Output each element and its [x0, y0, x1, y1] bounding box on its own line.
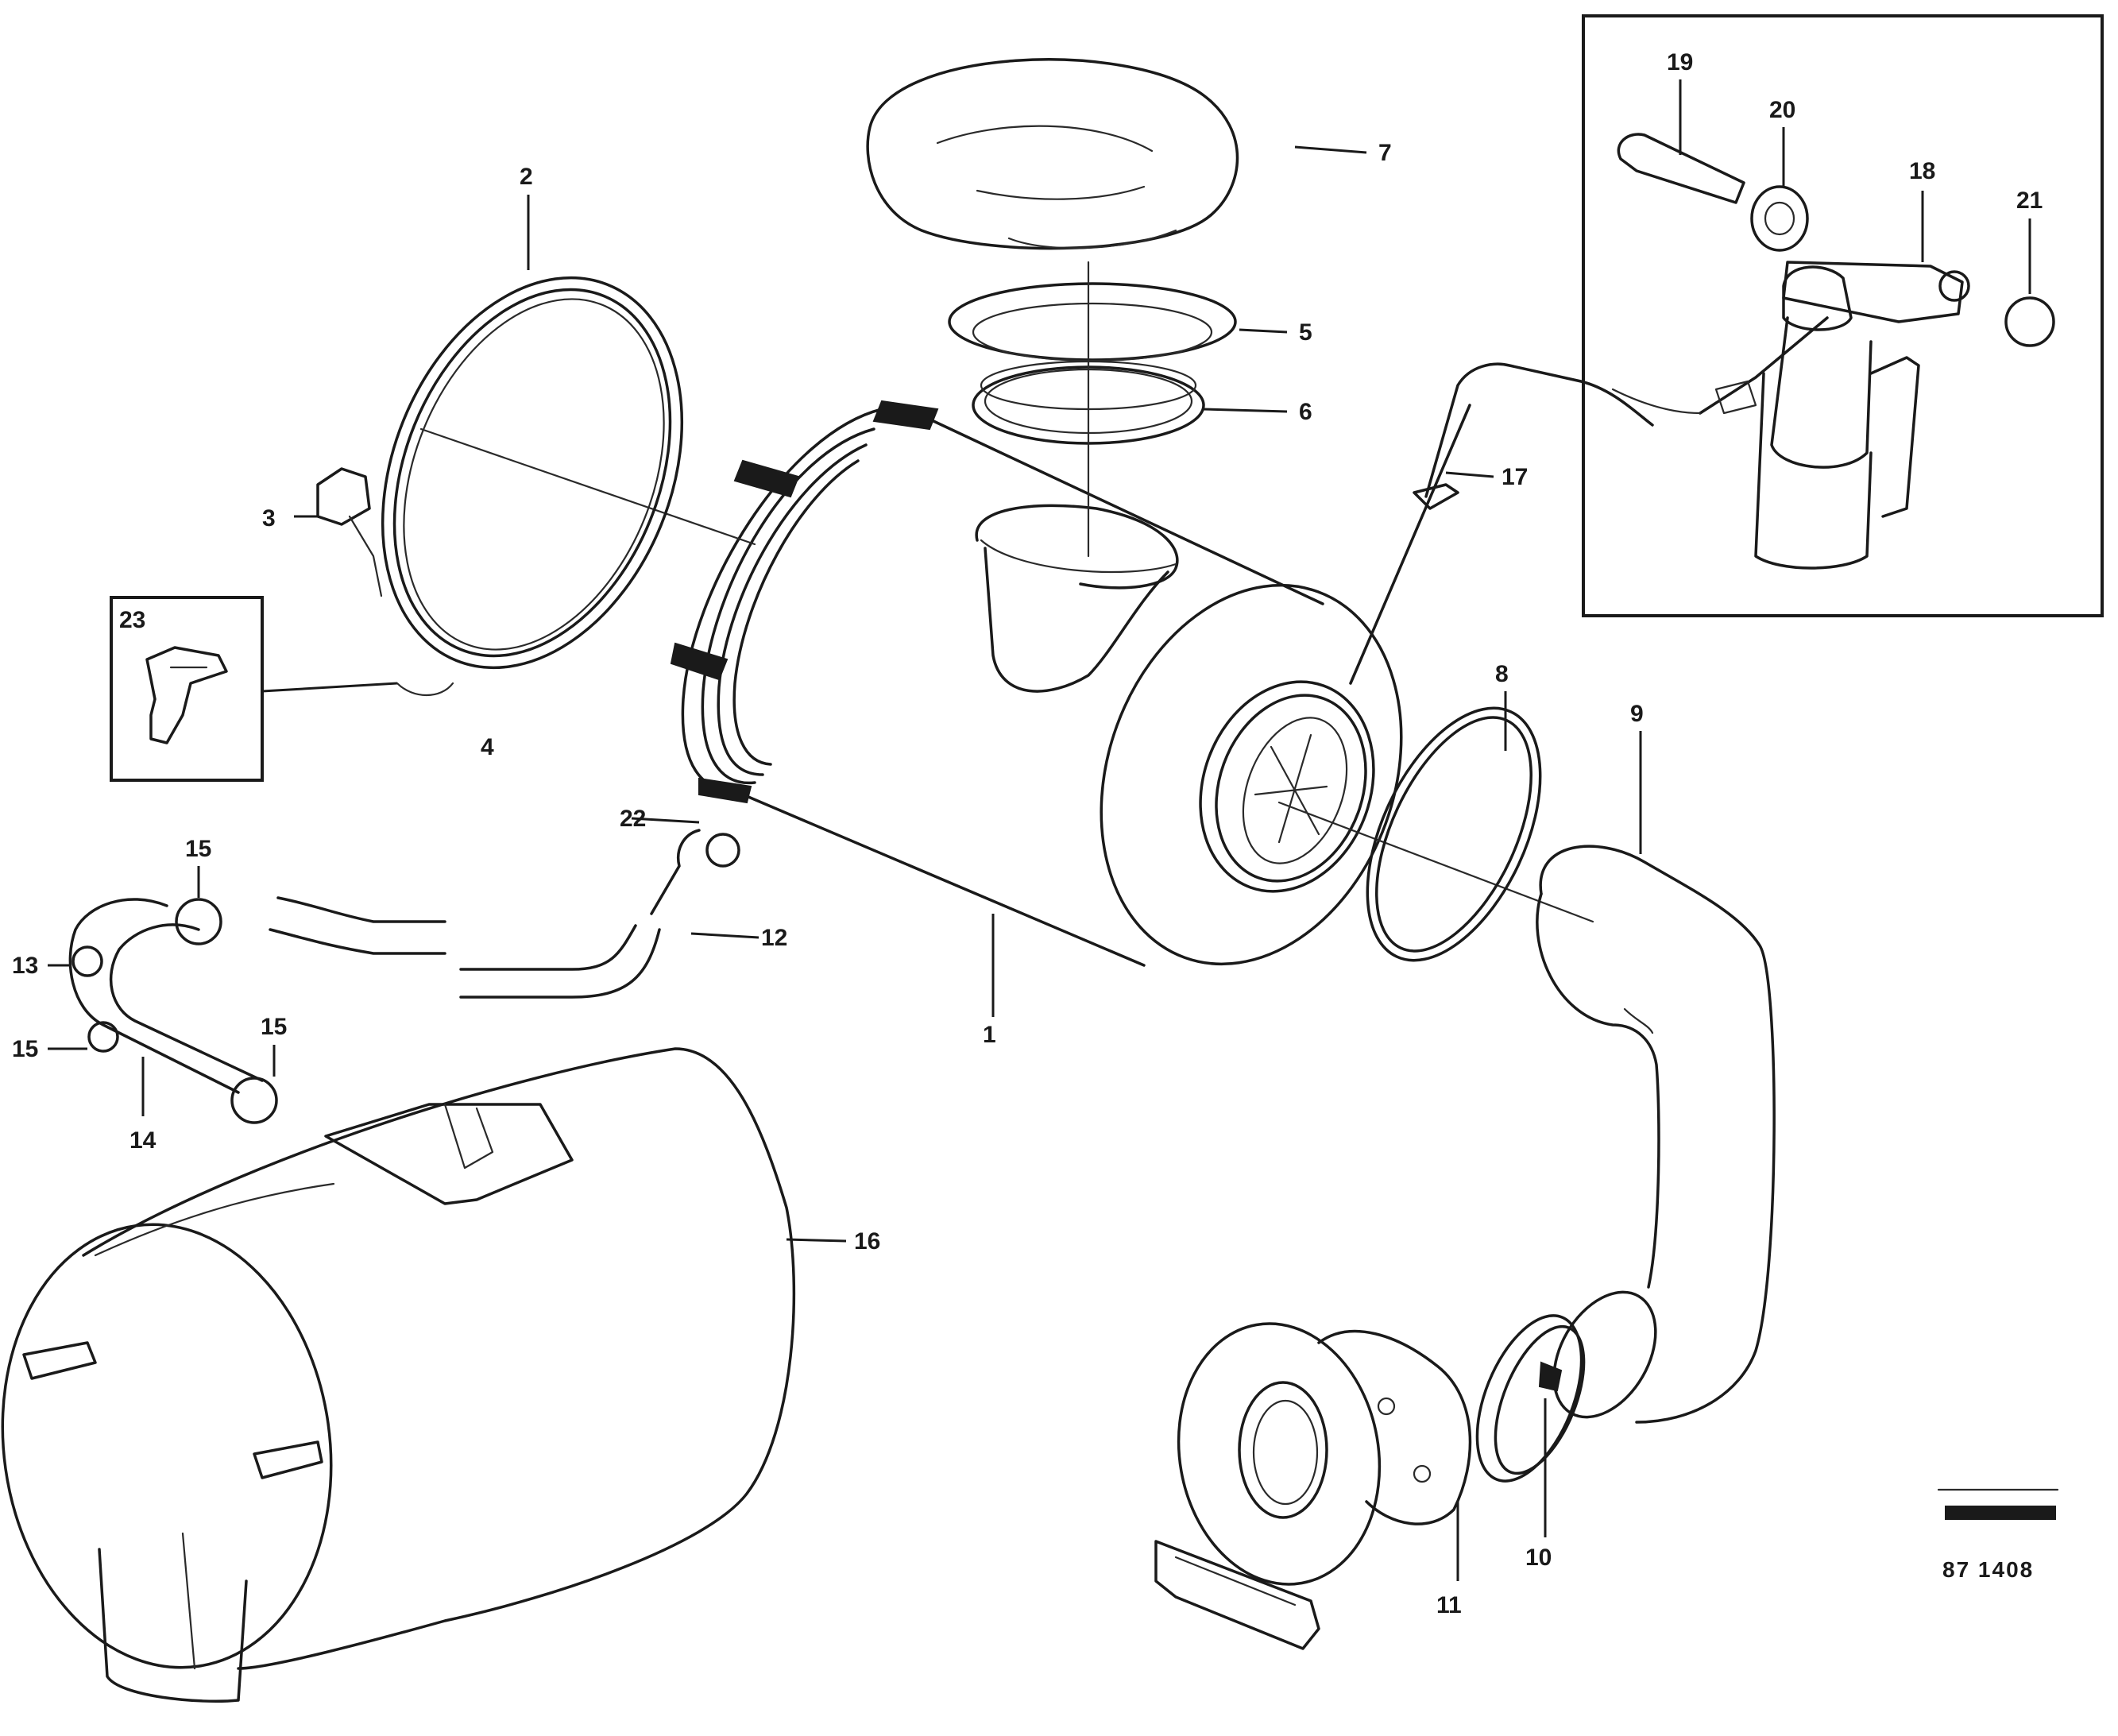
callout-2: 2 — [520, 164, 533, 190]
vacuum-pipe-assembly — [68, 829, 740, 1124]
callout-14: 14 — [129, 1127, 157, 1154]
large-gasket-part — [381, 276, 684, 670]
callout-labels: 1 2 3 4 5 6 7 8 9 10 11 12 13 14 15 15 1… — [12, 49, 2043, 1618]
callout-3: 3 — [262, 505, 276, 532]
callout-9: 9 — [1630, 701, 1644, 727]
callout-6: 6 — [1299, 399, 1312, 425]
sealing-ring-part — [1366, 706, 1542, 962]
callout-5: 5 — [1299, 319, 1312, 346]
callout-13: 13 — [12, 953, 38, 979]
callout-8: 8 — [1495, 661, 1509, 687]
callout-11: 11 — [1436, 1592, 1462, 1618]
ring-part — [948, 282, 1237, 362]
turbo-elbow-part — [1154, 1322, 1472, 1650]
clamp-part — [1475, 1314, 1586, 1483]
callout-15c: 15 — [261, 1014, 287, 1040]
reference-block: 87 1408 — [1937, 1488, 2059, 1582]
reference-number: 87 1408 — [1942, 1557, 2034, 1582]
callout-12: 12 — [761, 925, 787, 951]
callout-21: 21 — [2016, 188, 2043, 214]
callout-10: 10 — [1525, 1545, 1552, 1571]
callout-16: 16 — [854, 1228, 880, 1255]
callout-7: 7 — [1378, 140, 1392, 166]
pre-cleaner-cylinder-part — [1, 1047, 796, 1703]
air-cleaner-housing-part — [670, 400, 1403, 967]
detail-box-23 — [110, 596, 264, 782]
clip-part — [316, 467, 383, 597]
callout-15a: 15 — [185, 836, 211, 862]
callout-15b: 15 — [12, 1036, 38, 1062]
inset-detail-box — [1582, 14, 2104, 617]
callout-19: 19 — [1667, 49, 1693, 75]
hose-bend-part — [1536, 845, 1776, 1424]
callout-4: 4 — [481, 734, 494, 760]
callout-17: 17 — [1502, 464, 1528, 490]
callout-1: 1 — [983, 1022, 996, 1048]
callout-23: 23 — [119, 607, 145, 633]
sensor-hose-part — [1349, 362, 1654, 685]
callout-18: 18 — [1909, 158, 1935, 184]
callout-22: 22 — [620, 806, 646, 832]
callout-20: 20 — [1769, 97, 1795, 123]
cover-cap-part — [866, 58, 1239, 250]
